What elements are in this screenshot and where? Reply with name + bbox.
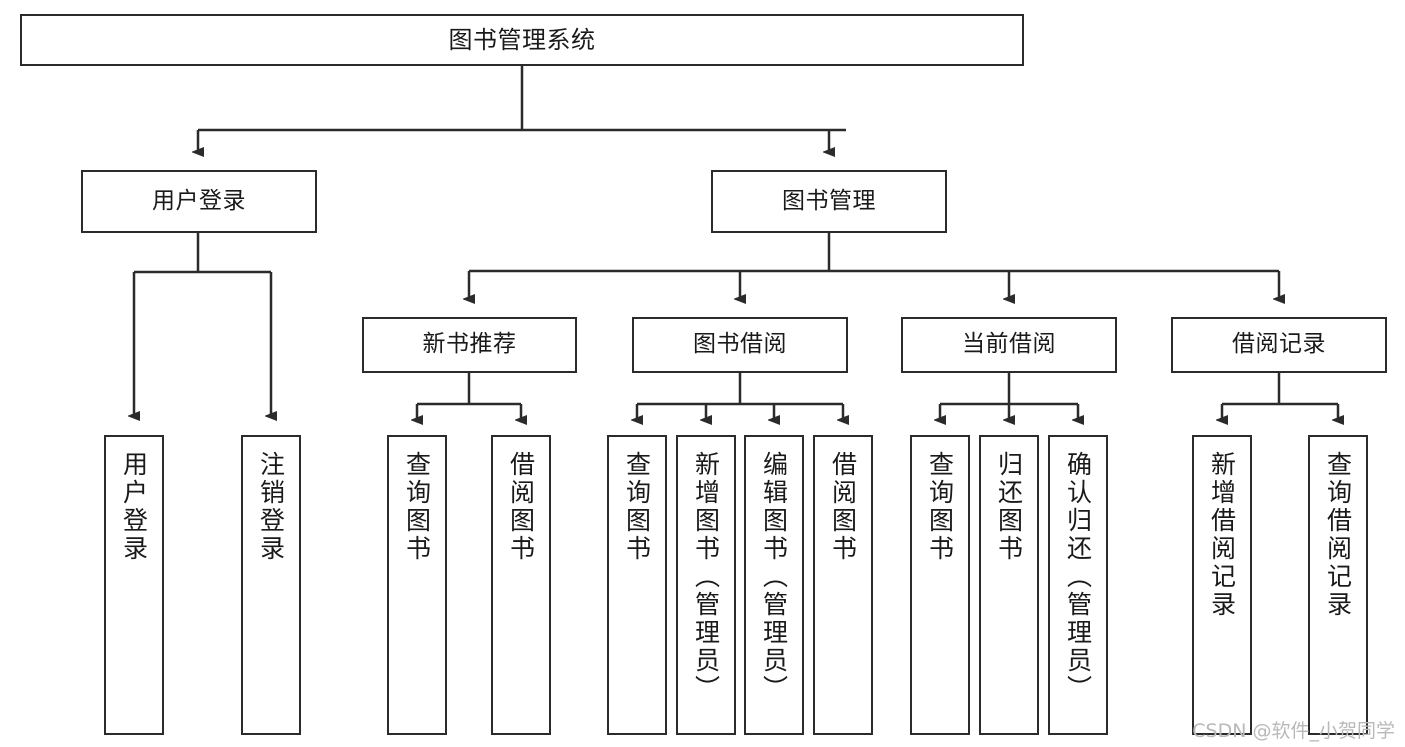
leaf-book-borrow-edit[interactable]: 编辑图书（管理员） bbox=[744, 435, 804, 735]
leaf-current-borrow-query-label: 查询图书 bbox=[925, 451, 955, 563]
node-borrow-records[interactable]: 借阅记录 bbox=[1171, 317, 1387, 373]
leaf-current-borrow-return[interactable]: 归还图书 bbox=[979, 435, 1039, 735]
leaf-records-add-label: 新增借阅记录 bbox=[1207, 451, 1237, 619]
leaf-user-login-logout[interactable]: 注销登录 bbox=[241, 435, 301, 735]
leaf-book-borrow-borrow[interactable]: 借阅图书 bbox=[813, 435, 873, 735]
node-new-book-recommend-label: 新书推荐 bbox=[422, 331, 517, 358]
leaf-book-borrow-query[interactable]: 查询图书 bbox=[607, 435, 667, 735]
csdn-watermark: CSDN @软件_小贺同学 bbox=[1192, 720, 1395, 742]
leaf-current-borrow-confirm[interactable]: 确认归还（管理员） bbox=[1048, 435, 1108, 735]
leaf-book-borrow-add-label: 新增图书（管理员） bbox=[691, 451, 721, 703]
leaf-current-borrow-query[interactable]: 查询图书 bbox=[910, 435, 970, 735]
leaf-user-login-login[interactable]: 用户登录 bbox=[104, 435, 164, 735]
leaf-current-borrow-confirm-label: 确认归还（管理员） bbox=[1063, 451, 1093, 703]
node-user-login-label: 用户登录 bbox=[152, 187, 246, 214]
node-book-management-label: 图书管理 bbox=[782, 187, 876, 214]
node-current-borrow-label: 当前借阅 bbox=[962, 331, 1056, 358]
node-new-book-recommend[interactable]: 新书推荐 bbox=[362, 317, 577, 373]
leaf-records-query-label: 查询借阅记录 bbox=[1323, 451, 1353, 619]
leaf-records-add[interactable]: 新增借阅记录 bbox=[1192, 435, 1252, 735]
node-book-management[interactable]: 图书管理 bbox=[711, 170, 947, 233]
node-user-login[interactable]: 用户登录 bbox=[81, 170, 317, 233]
node-borrow-records-label: 借阅记录 bbox=[1232, 331, 1326, 358]
node-root-system[interactable]: 图书管理系统 bbox=[20, 14, 1024, 66]
leaf-book-borrow-add[interactable]: 新增图书（管理员） bbox=[676, 435, 736, 735]
node-book-borrow-label: 图书借阅 bbox=[693, 331, 787, 358]
leaf-new-book-query-label: 查询图书 bbox=[402, 451, 432, 563]
leaf-book-borrow-query-label: 查询图书 bbox=[622, 451, 652, 563]
leaf-new-book-borrow[interactable]: 借阅图书 bbox=[491, 435, 551, 735]
leaf-current-borrow-return-label: 归还图书 bbox=[994, 451, 1024, 563]
leaf-new-book-query[interactable]: 查询图书 bbox=[387, 435, 447, 735]
node-root-system-label: 图书管理系统 bbox=[448, 25, 596, 54]
leaf-user-login-login-label: 用户登录 bbox=[119, 451, 149, 563]
leaf-user-login-logout-label: 注销登录 bbox=[256, 451, 286, 563]
leaf-records-query[interactable]: 查询借阅记录 bbox=[1308, 435, 1368, 735]
leaf-new-book-borrow-label: 借阅图书 bbox=[506, 451, 536, 563]
leaf-book-borrow-edit-label: 编辑图书（管理员） bbox=[759, 451, 789, 703]
node-book-borrow[interactable]: 图书借阅 bbox=[632, 317, 848, 373]
leaf-book-borrow-borrow-label: 借阅图书 bbox=[828, 451, 858, 563]
node-current-borrow[interactable]: 当前借阅 bbox=[901, 317, 1117, 373]
